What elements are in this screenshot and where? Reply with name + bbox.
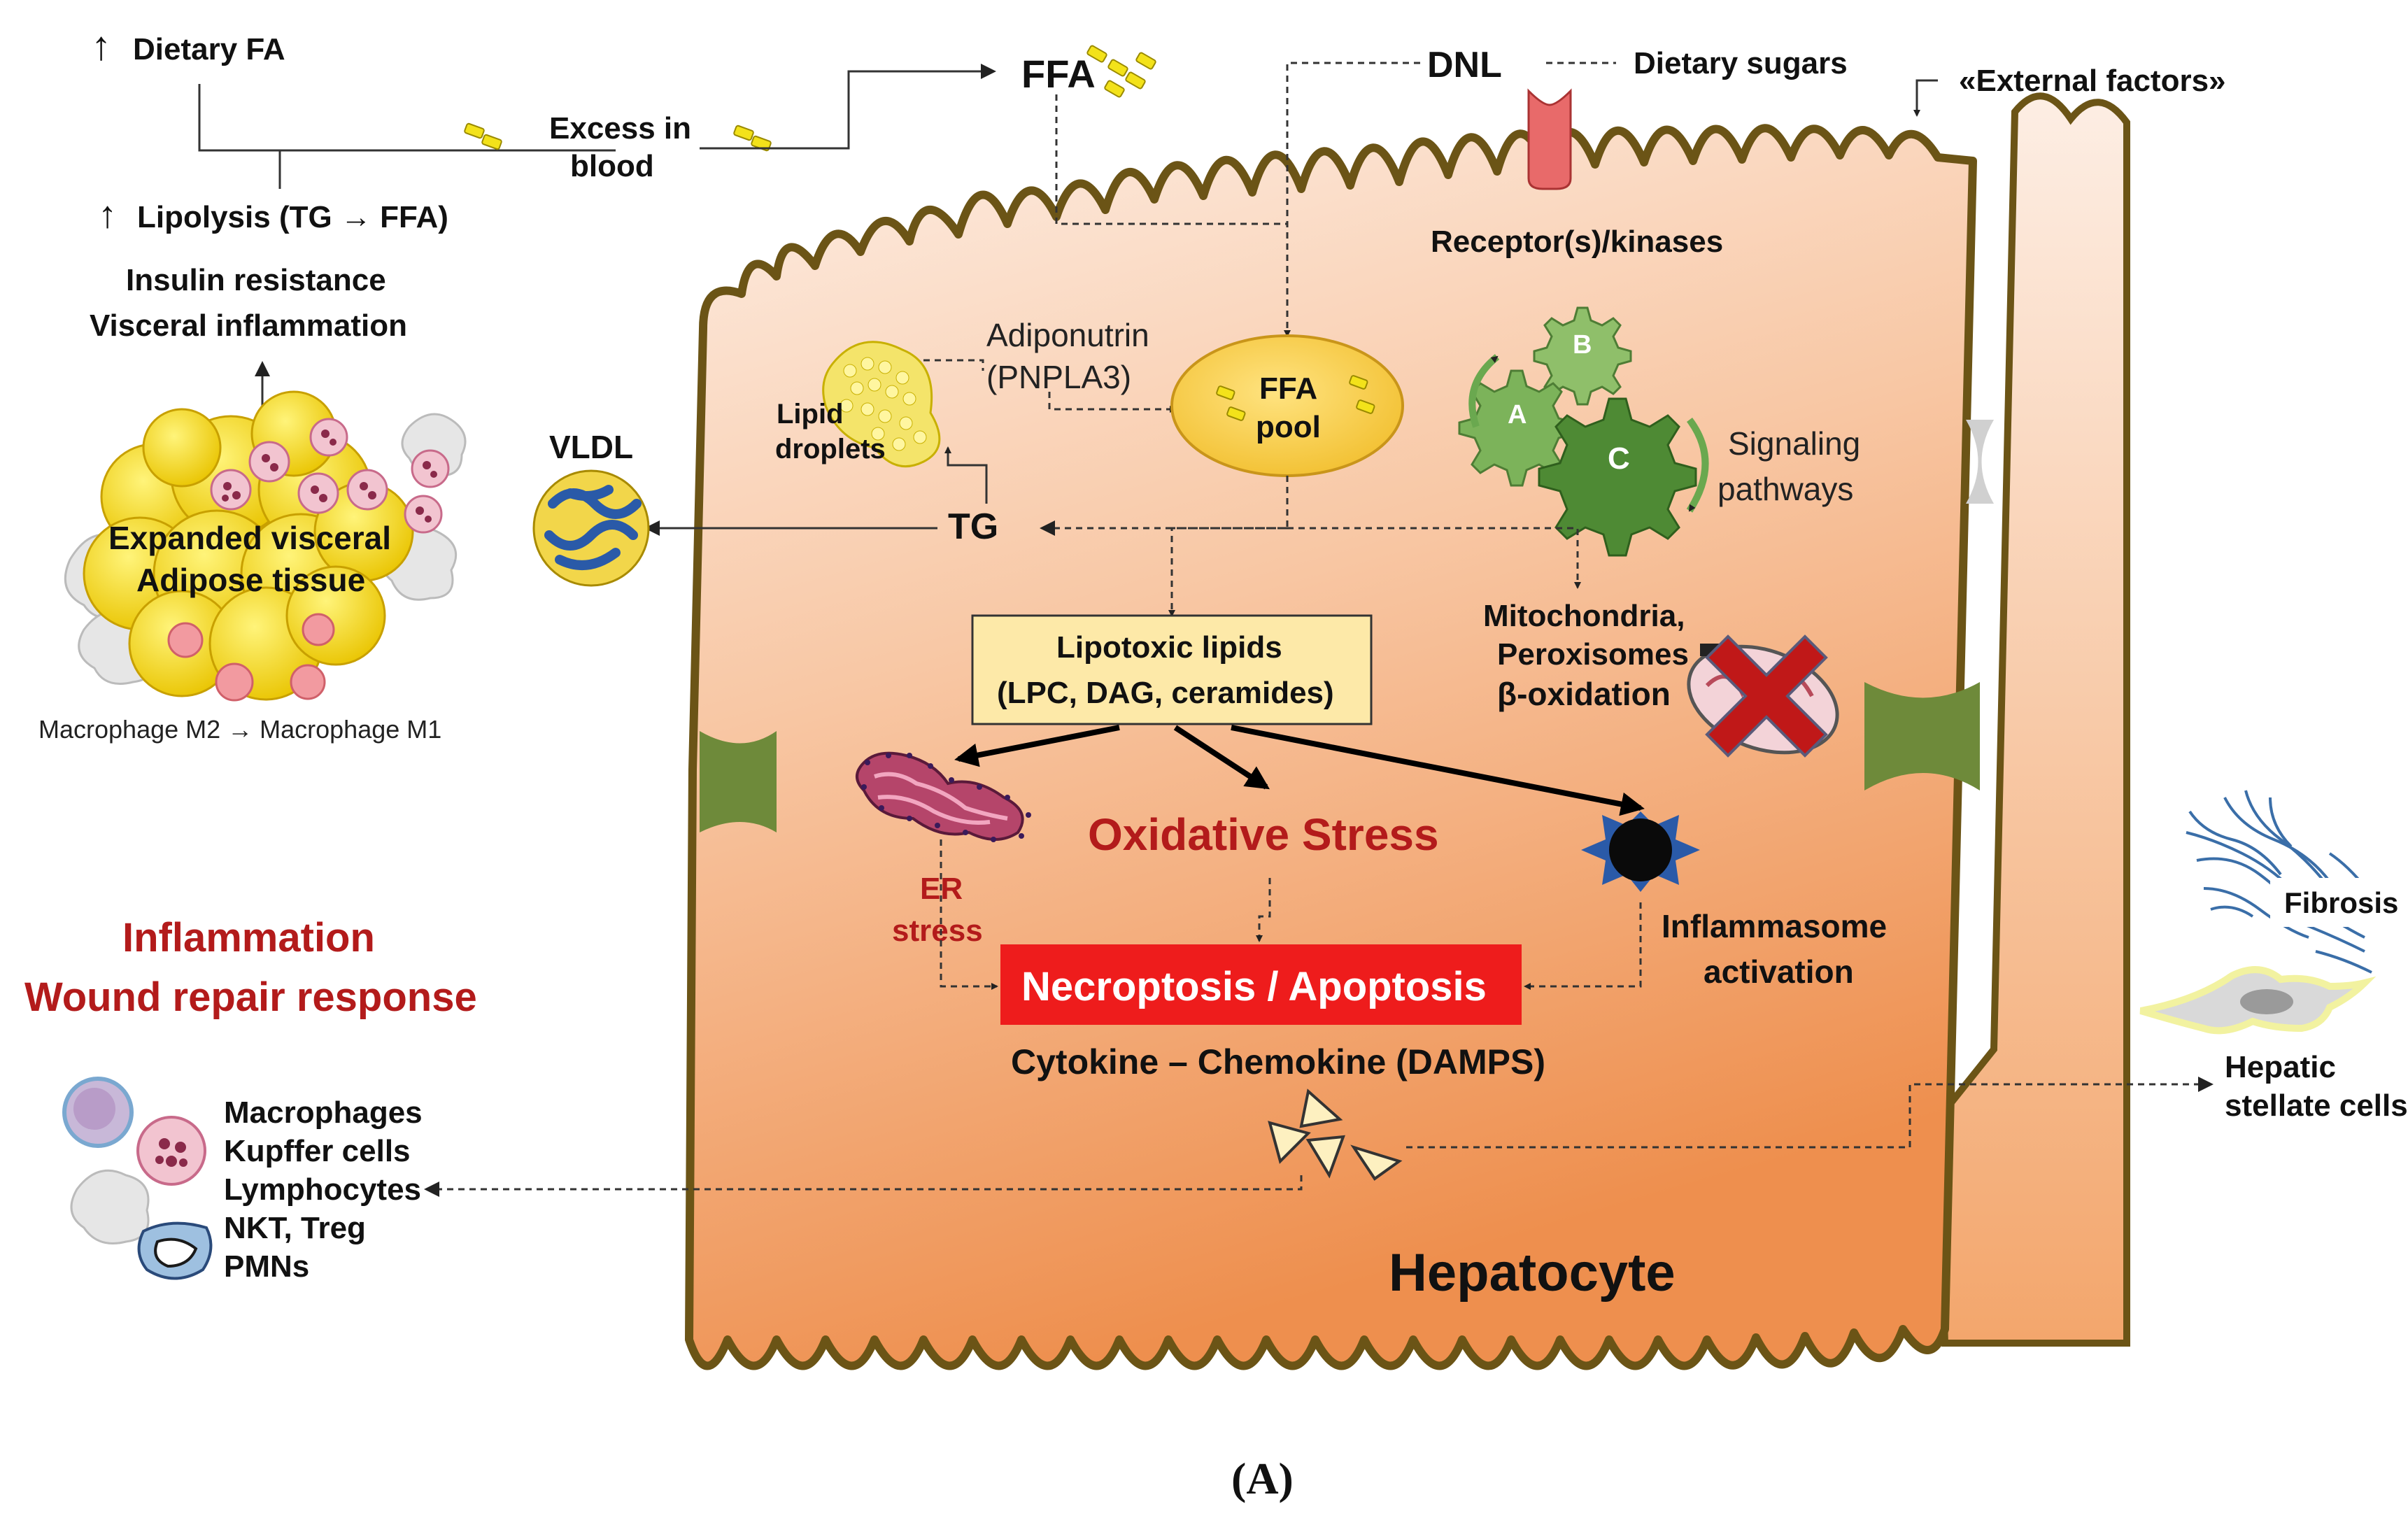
- blood-to-ffa-arrow: [700, 64, 996, 150]
- vldl-particle-icon: [532, 469, 650, 587]
- necroptosis-box: [1000, 944, 1522, 1025]
- immune-cell-item: Lymphocytes: [224, 1172, 421, 1207]
- inflammasome-label-line2: activation: [1704, 953, 1854, 990]
- lipotoxic-to-inflammasome-arrow: [1231, 725, 1645, 816]
- blocked-x-icon: [1705, 634, 1828, 758]
- inflammasome-icon: [1581, 811, 1700, 892]
- external-factors-arrow: [1913, 79, 1938, 117]
- droplets-to-pool-arrow: [923, 359, 984, 371]
- lipid-droplets-label-line1: Lipid: [777, 399, 844, 430]
- immune-cell-item: Kupffer cells: [224, 1134, 411, 1168]
- ffa-pool-molecules: [1216, 375, 1375, 421]
- er-stress-label-line2: stress: [892, 914, 983, 948]
- adiponutrin-label-line1: Adiponutrin: [986, 317, 1149, 353]
- ffa-to-ffa-pool-arrow: [1055, 94, 1287, 225]
- signaling-label-line1: Signaling: [1728, 425, 1860, 462]
- visceral-inflammation-label: Visceral inflammation: [90, 308, 407, 343]
- cytokine-label: Cytokine – Chemokine (DAMPS): [1011, 1042, 1545, 1081]
- mitochondria-label-line2: Peroxisomes: [1497, 637, 1689, 672]
- pool-to-tg-arrow: [1040, 476, 1289, 536]
- ffa-label-top: FFA: [1021, 52, 1096, 96]
- mitochondria-label-line1: Mitochondria,: [1483, 599, 1685, 633]
- immune-cell-item: Macrophages: [224, 1095, 423, 1130]
- necroptosis-label: Necroptosis / Apoptosis: [1021, 964, 1487, 1009]
- immune-cell-item: PMNs: [224, 1249, 309, 1284]
- stellate-label-line2: stellate cells: [2225, 1088, 2408, 1123]
- external-factors-label: «External factors»: [1959, 64, 2226, 98]
- dietary-fa-label: Dietary FA: [133, 32, 285, 66]
- adiponutrin-to-pool-arrow: [1048, 392, 1177, 413]
- adiponutrin-label-line2: (PNPLA3): [986, 359, 1131, 395]
- insulin-resistance-label: Insulin resistance: [126, 263, 386, 297]
- lipotoxic-to-oxidative-arrow: [1173, 725, 1270, 790]
- cytokine-to-immune-arrow: [424, 1175, 1303, 1197]
- er-to-necroptosis-arrow: [940, 839, 998, 990]
- ffa-pool-label-line1: FFA: [1259, 371, 1317, 406]
- ffa-molecules-left: [464, 122, 772, 152]
- gear-a-label: A: [1508, 400, 1527, 430]
- dietary-fa-connector: [198, 84, 616, 152]
- dnl-to-ffa-pool-arrow: [1284, 62, 1420, 337]
- lipotoxic-lipids-box: [971, 614, 1373, 725]
- adipose-tissue-illustration: Expanded visceral Adipose tissue: [64, 390, 467, 702]
- cytokine-triangles-icon: [1268, 1088, 1403, 1181]
- lipolysis-label: Lipolysis (TG → FFA): [137, 200, 448, 234]
- fibrosis-label: Fibrosis: [2284, 886, 2398, 919]
- tg-label: TG: [948, 506, 998, 547]
- adipose-tissue-label-line2: Adipose tissue: [136, 562, 365, 598]
- pool-to-mitochondria-arrow: [1287, 527, 1581, 589]
- hepatocyte-label: Hepatocyte: [1389, 1243, 1676, 1303]
- lipotoxic-label-line2: (LPC, DAG, ceramides): [997, 676, 1334, 710]
- excess-in-blood-line1: Excess in: [549, 111, 691, 146]
- ffa-pool-label-line2: pool: [1256, 410, 1321, 444]
- immune-cells-list: Macrophages Kupffer cells Lymphocytes NK…: [224, 1095, 423, 1284]
- tg-to-droplets-arrow: [944, 446, 988, 504]
- inflammasome-to-necroptosis-arrow: [1524, 902, 1642, 990]
- gap-junction-right: [1966, 420, 1994, 504]
- dietary-sugars-label: Dietary sugars: [1634, 46, 1848, 80]
- lipid-droplets-label-line2: droplets: [775, 434, 886, 464]
- signaling-label-line2: pathways: [1718, 471, 1853, 507]
- vldl-label: VLDL: [549, 429, 633, 465]
- lipotoxic-label-line1: Lipotoxic lipids: [1056, 630, 1282, 665]
- adipose-tissue-label-line1: Expanded visceral: [108, 520, 391, 556]
- stellate-cell-icon: [2139, 966, 2377, 1035]
- mitochondria-label-line3: β-oxidation: [1497, 676, 1671, 712]
- signaling-gears-icon: [1458, 306, 1709, 557]
- macrophage-shift-label: Macrophage M2 → Macrophage M1: [38, 715, 441, 744]
- pool-to-lipotoxic-arrow: [1168, 527, 1287, 617]
- neighbor-hepatocyte: [1934, 92, 2130, 1347]
- inflammasome-label-line1: Inflammasome: [1662, 908, 1887, 944]
- lipotoxic-to-er-arrow: [954, 725, 1120, 767]
- receptor-label: Receptor(s)/kinases: [1431, 225, 1723, 259]
- gear-c-label: C: [1608, 441, 1630, 476]
- immune-cells-icon: [62, 1077, 213, 1280]
- oxidative-to-necroptosis-arrow: [1256, 878, 1271, 942]
- immune-cell-item: NKT, Treg: [224, 1211, 366, 1245]
- fibrosis-label-bg: [2270, 878, 2400, 927]
- lipid-droplets-icon: [822, 341, 941, 468]
- receptor-icon: [1527, 88, 1572, 190]
- oxidative-stress-label: Oxidative Stress: [1088, 809, 1439, 860]
- stellate-label-line1: Hepatic: [2225, 1050, 2336, 1084]
- er-stress-icon: [856, 751, 1031, 842]
- wound-repair-label: Wound repair response: [24, 974, 477, 1020]
- ffa-molecules-top: [1086, 45, 1156, 98]
- tight-junction-right: [1864, 682, 1980, 790]
- up-arrow-lipolysis: ↑: [98, 194, 117, 236]
- figure-caption: (A): [1231, 1454, 1294, 1503]
- dnl-label: DNL: [1427, 45, 1502, 85]
- excess-in-blood-line2: blood: [570, 149, 654, 183]
- gear-b-label: B: [1573, 330, 1592, 360]
- tight-junction-left: [700, 731, 777, 832]
- up-arrow-dietary: ↑: [91, 23, 111, 69]
- inflammation-label: Inflammation: [122, 915, 375, 960]
- cytokine-to-stellate-arrow: [1406, 1077, 2214, 1149]
